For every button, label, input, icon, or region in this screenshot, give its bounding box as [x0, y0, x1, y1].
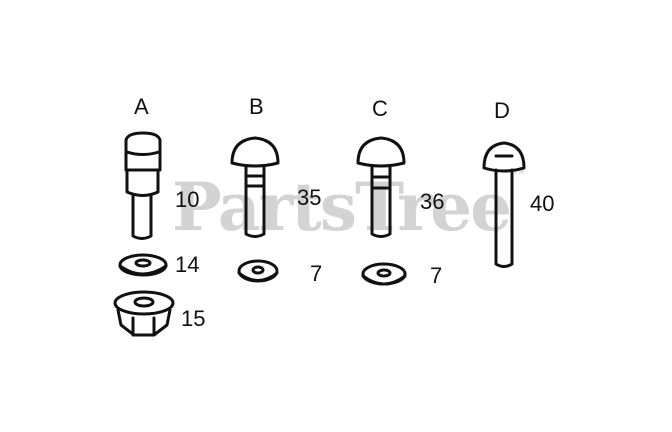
ref-number-7-b: 7 — [310, 261, 323, 286]
bolt-a — [124, 131, 162, 240]
nut-b — [237, 259, 279, 283]
bolt-d — [482, 141, 526, 268]
ref-number-15: 15 — [181, 306, 206, 331]
ref-number-36: 36 — [420, 189, 445, 214]
group-a-letter: A — [134, 94, 149, 119]
nut-a — [118, 253, 168, 277]
group-d-letter: D — [494, 98, 510, 123]
group-c-letter: C — [372, 96, 388, 121]
ref-number-35: 35 — [297, 185, 322, 210]
ref-number-10: 10 — [175, 187, 200, 212]
ref-number-40: 40 — [530, 191, 555, 216]
bolt-b — [230, 136, 280, 238]
ref-number-7-c: 7 — [430, 263, 443, 288]
lock-nut-a — [113, 290, 175, 337]
bolt-c — [356, 136, 406, 238]
group-b-letter: B — [249, 94, 264, 119]
ref-number-14: 14 — [175, 252, 200, 277]
nut-c — [361, 262, 407, 286]
